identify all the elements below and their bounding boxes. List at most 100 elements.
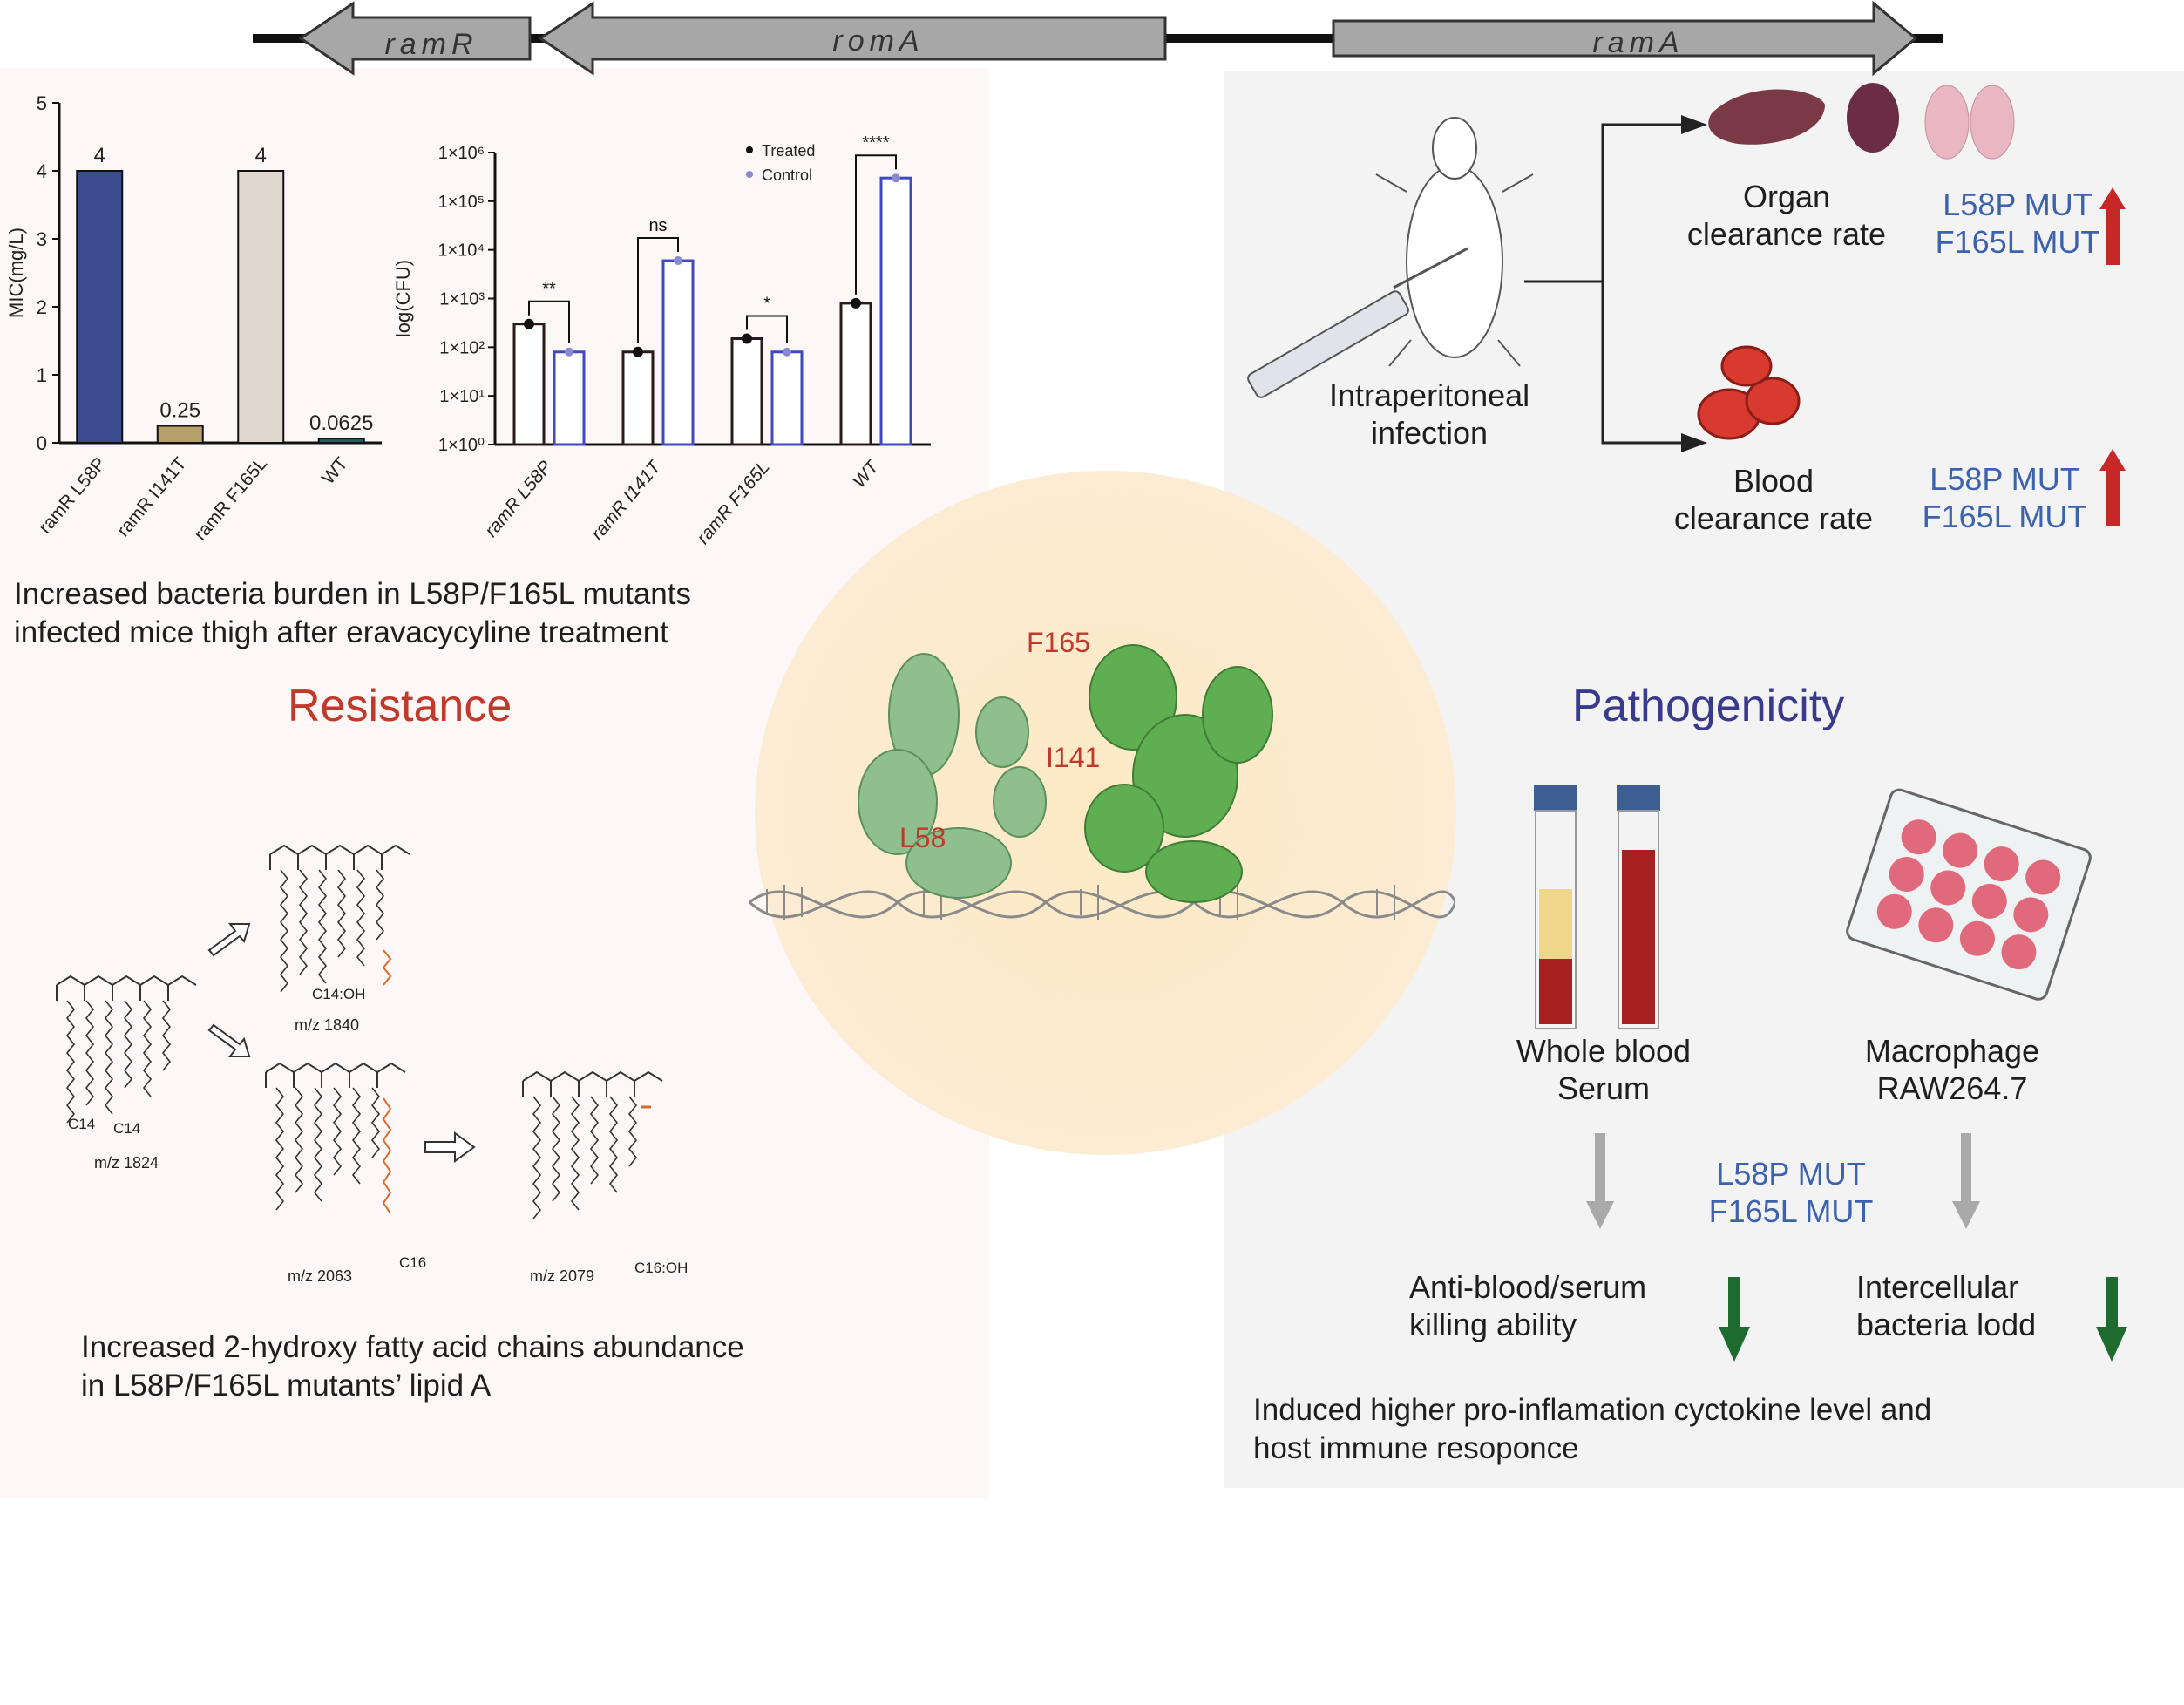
gene-map: ramR romA ramA: [253, 0, 1943, 77]
cfu-bar-control: [879, 176, 912, 446]
branch-lines: [1524, 123, 1681, 445]
lipid-1840: [269, 845, 410, 993]
cfu-legend-marker: [746, 146, 753, 153]
pathogenicity-heading: Pathogenicity: [1572, 681, 1845, 731]
mic-category-label: ramR L58P: [35, 453, 110, 537]
dna-helix: [749, 885, 1455, 920]
residue-label-f165: F165: [1027, 627, 1090, 658]
organ-icons: [1708, 83, 2015, 160]
residue-label-l58: L58: [899, 822, 946, 853]
cfu-category-label: ramR L58P: [481, 457, 556, 540]
liver-icon: [1708, 89, 1825, 145]
anti-blood-label-1: Anti-blood/serum: [1409, 1269, 1647, 1305]
cfu-bar-treated: [512, 323, 546, 446]
cfu-significance-label: **: [542, 280, 556, 299]
assay-mut-2: F165L MUT: [1708, 1193, 1874, 1229]
assay-diagram: [1534, 785, 2127, 1362]
resistance-heading: Resistance: [288, 681, 512, 731]
cfu-point-treated: [742, 333, 752, 344]
cfu-bar-control: [553, 350, 586, 446]
cfu-point-control: [565, 347, 573, 357]
mic-bar: [156, 425, 204, 444]
mic-value-label: 0.25: [159, 399, 200, 423]
mic-category-label: WT: [318, 453, 352, 488]
lipid-2079: [522, 1071, 663, 1219]
arrow-head-blood: [1681, 433, 1707, 452]
chain-label-c14b: C14: [113, 1120, 140, 1137]
mic-category-label: ramR F165L: [190, 453, 271, 544]
cfu-point-treated: [851, 297, 861, 309]
organ-label-2: clearance rate: [1686, 216, 1887, 252]
cfu-y-tick-label: 1×10⁴: [437, 241, 485, 261]
red-blood-cells-icon: [1697, 345, 1801, 440]
mic-bar: [237, 170, 285, 444]
mic-value-label: 4: [94, 144, 105, 167]
cfu-legend-label: Control: [762, 166, 812, 184]
lungs-icon: [1924, 85, 2015, 160]
cfu-point-control: [892, 173, 900, 183]
burden-caption-1: Increased bacteria burden in L58P/F165L …: [14, 577, 691, 611]
romA-arrow: [538, 1, 1167, 76]
blood-label-1: Blood: [1733, 463, 1814, 499]
up-arrow-blood: [2099, 449, 2126, 526]
cfu-significance-label: ns: [648, 216, 667, 235]
spleen-icon: [1847, 83, 1899, 153]
immune-caption-1: Induced higher pro-inflamation cyctokine…: [1253, 1393, 1932, 1427]
blood-mut-1: L58P MUT: [1930, 461, 2079, 497]
cfu-bar-treated: [621, 350, 655, 446]
cfu-significance-bracket: [746, 315, 788, 343]
ramR-arrow: [298, 1, 532, 76]
orange-chain-1: [382, 949, 392, 986]
cfu-point-control: [674, 256, 682, 266]
mic-y-axis-label: MIC(mg/L): [5, 228, 27, 318]
lipid-2063: [265, 1063, 406, 1211]
cfu-y-axis-label: log(CFU): [392, 260, 414, 337]
mic-value-label: 4: [255, 144, 267, 167]
cfu-category-label: ramR I141T: [587, 456, 666, 544]
green-down-arrow-right: [2096, 1277, 2127, 1362]
mouse-icon: [1375, 117, 1534, 367]
route-label-1: Intraperitoneal: [1329, 377, 1530, 413]
cfu-category-label: WT: [849, 456, 884, 492]
gene-label: ramR: [384, 28, 478, 61]
mic-value-label: 0.0625: [309, 411, 373, 435]
gene-label: romA: [832, 24, 924, 58]
cfu-y-tick-label: 1×10²: [439, 338, 485, 357]
cfu-bar-control: [770, 350, 804, 446]
mic-y-tick-label: 5: [37, 92, 47, 114]
mic-category-label: ramR I141T: [113, 453, 191, 540]
cfu-y-tick-label: 1×10⁵: [438, 193, 485, 212]
up-arrow-organ: [2099, 187, 2126, 265]
mic-bar: [76, 170, 124, 444]
cfu-y-tick-label: 1×10³: [439, 290, 485, 309]
organ-label-1: Organ: [1742, 179, 1831, 214]
mic-y-tick-label: 1: [37, 364, 47, 386]
intercellular-label-1: Intercellular: [1856, 1269, 2019, 1305]
cfu-point-treated: [633, 346, 643, 357]
blood-mut-2: F165L MUT: [1922, 499, 2087, 534]
chain-label-c16oh: C16:OH: [634, 1260, 688, 1276]
arrow-right: [424, 1131, 476, 1163]
cfu-legend-label: Treated: [762, 142, 815, 160]
tube-serum-icon: [1534, 785, 1577, 1029]
intercellular-label-2: bacteria lodd: [1856, 1307, 2037, 1342]
cfu-point-control: [783, 347, 791, 357]
gray-down-arrow-left: [1586, 1133, 1614, 1229]
mic-y-tick-label: 4: [37, 160, 47, 182]
arrow-up-right: [207, 923, 251, 957]
tube-whole-blood-icon: [1617, 785, 1660, 1029]
serum-label: Serum: [1557, 1070, 1651, 1106]
green-down-arrow-left: [1719, 1277, 1750, 1362]
mz-label-2079: m/z 2079: [530, 1267, 594, 1285]
protein-chain-light: [858, 653, 1047, 899]
protein-chain-dark: [1084, 644, 1273, 903]
immune-caption-2: host immune resoponce: [1253, 1431, 1579, 1465]
residue-label-i141: I141: [1046, 742, 1100, 773]
cfu-point-treated: [524, 318, 534, 329]
ramR-dna-structure: F165 I141 L58: [749, 627, 1455, 920]
anti-blood-label-2: killing ability: [1409, 1307, 1577, 1342]
well-plate-icon: [1846, 788, 2092, 1001]
blood-label-2: clearance rate: [1673, 500, 1874, 536]
lipid-1824: [56, 975, 197, 1124]
